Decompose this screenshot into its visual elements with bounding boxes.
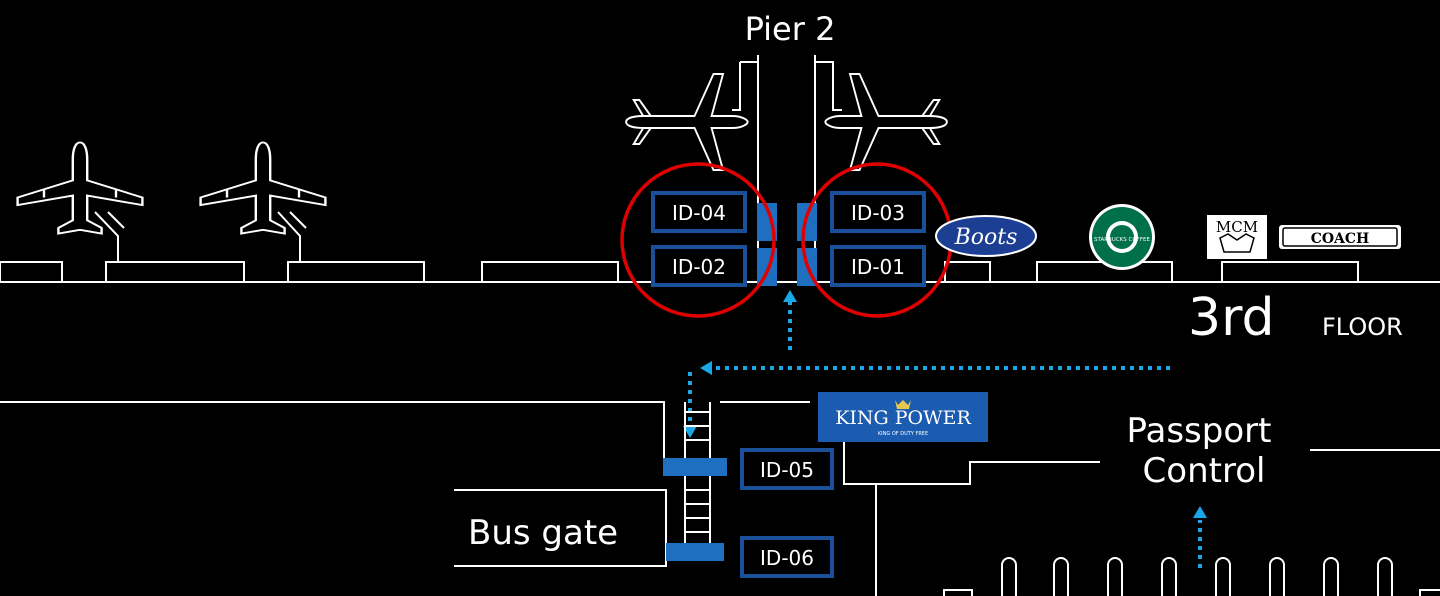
passport-control-label-2: Control	[1143, 451, 1266, 491]
jet-bridge	[94, 211, 307, 262]
gate-id-04[interactable]: ID-04	[651, 191, 747, 233]
gate-id-01[interactable]: ID-01	[830, 245, 926, 287]
gate-id-01-label: ID-01	[851, 255, 905, 279]
route-arrow-icon	[688, 302, 1202, 568]
lower-level-structure	[0, 401, 1440, 596]
gate-id-03[interactable]: ID-03	[830, 191, 926, 233]
coach-logo: COACH	[1279, 225, 1401, 249]
boots-logo: Boots	[935, 215, 1037, 257]
gate-id-03-label: ID-03	[851, 201, 905, 225]
airplane-icon	[824, 73, 948, 171]
gate-id-05-label: ID-05	[760, 458, 814, 482]
gate-id-04-label: ID-04	[672, 201, 726, 225]
gate-block-06	[666, 543, 724, 561]
bus-gate-label: Bus gate	[468, 513, 618, 553]
starbucks-logo: STARBUCKS COFFEE	[1089, 204, 1155, 270]
gate-id-02-label: ID-02	[672, 255, 726, 279]
passport-booths	[943, 557, 1440, 596]
svg-text:COACH: COACH	[1311, 231, 1370, 247]
pier-title: Pier 2	[745, 10, 836, 48]
svg-text:Boots: Boots	[954, 225, 1018, 250]
gate-block-05	[663, 458, 727, 476]
king-power-logo: KING POWER KING OF DUTY FREE	[818, 392, 988, 442]
floor-number: 3rd	[1188, 288, 1275, 348]
svg-text:MCM: MCM	[1216, 218, 1258, 236]
svg-text:KING POWER: KING POWER	[835, 407, 971, 429]
gate-id-02[interactable]: ID-02	[651, 245, 747, 287]
mcm-logo: MCM	[1207, 215, 1267, 259]
airplane-icon	[199, 141, 327, 235]
svg-text:STARBUCKS COFFEE: STARBUCKS COFFEE	[1094, 237, 1150, 243]
svg-text:KING OF DUTY FREE: KING OF DUTY FREE	[878, 431, 928, 437]
airplane-icon	[16, 141, 144, 235]
airplane-icon	[625, 73, 749, 171]
passport-control-label-1: Passport	[1127, 411, 1272, 451]
highlight-circle-left	[620, 162, 776, 318]
gate-id-06-label: ID-06	[760, 546, 814, 570]
pier-structure	[732, 55, 842, 282]
highlight-circle-right	[801, 162, 953, 318]
gate-id-05[interactable]: ID-05	[740, 448, 834, 490]
gate-id-06[interactable]: ID-06	[740, 536, 834, 578]
floor-word: FLOOR	[1322, 313, 1403, 341]
route-arrowheads	[683, 290, 1207, 518]
